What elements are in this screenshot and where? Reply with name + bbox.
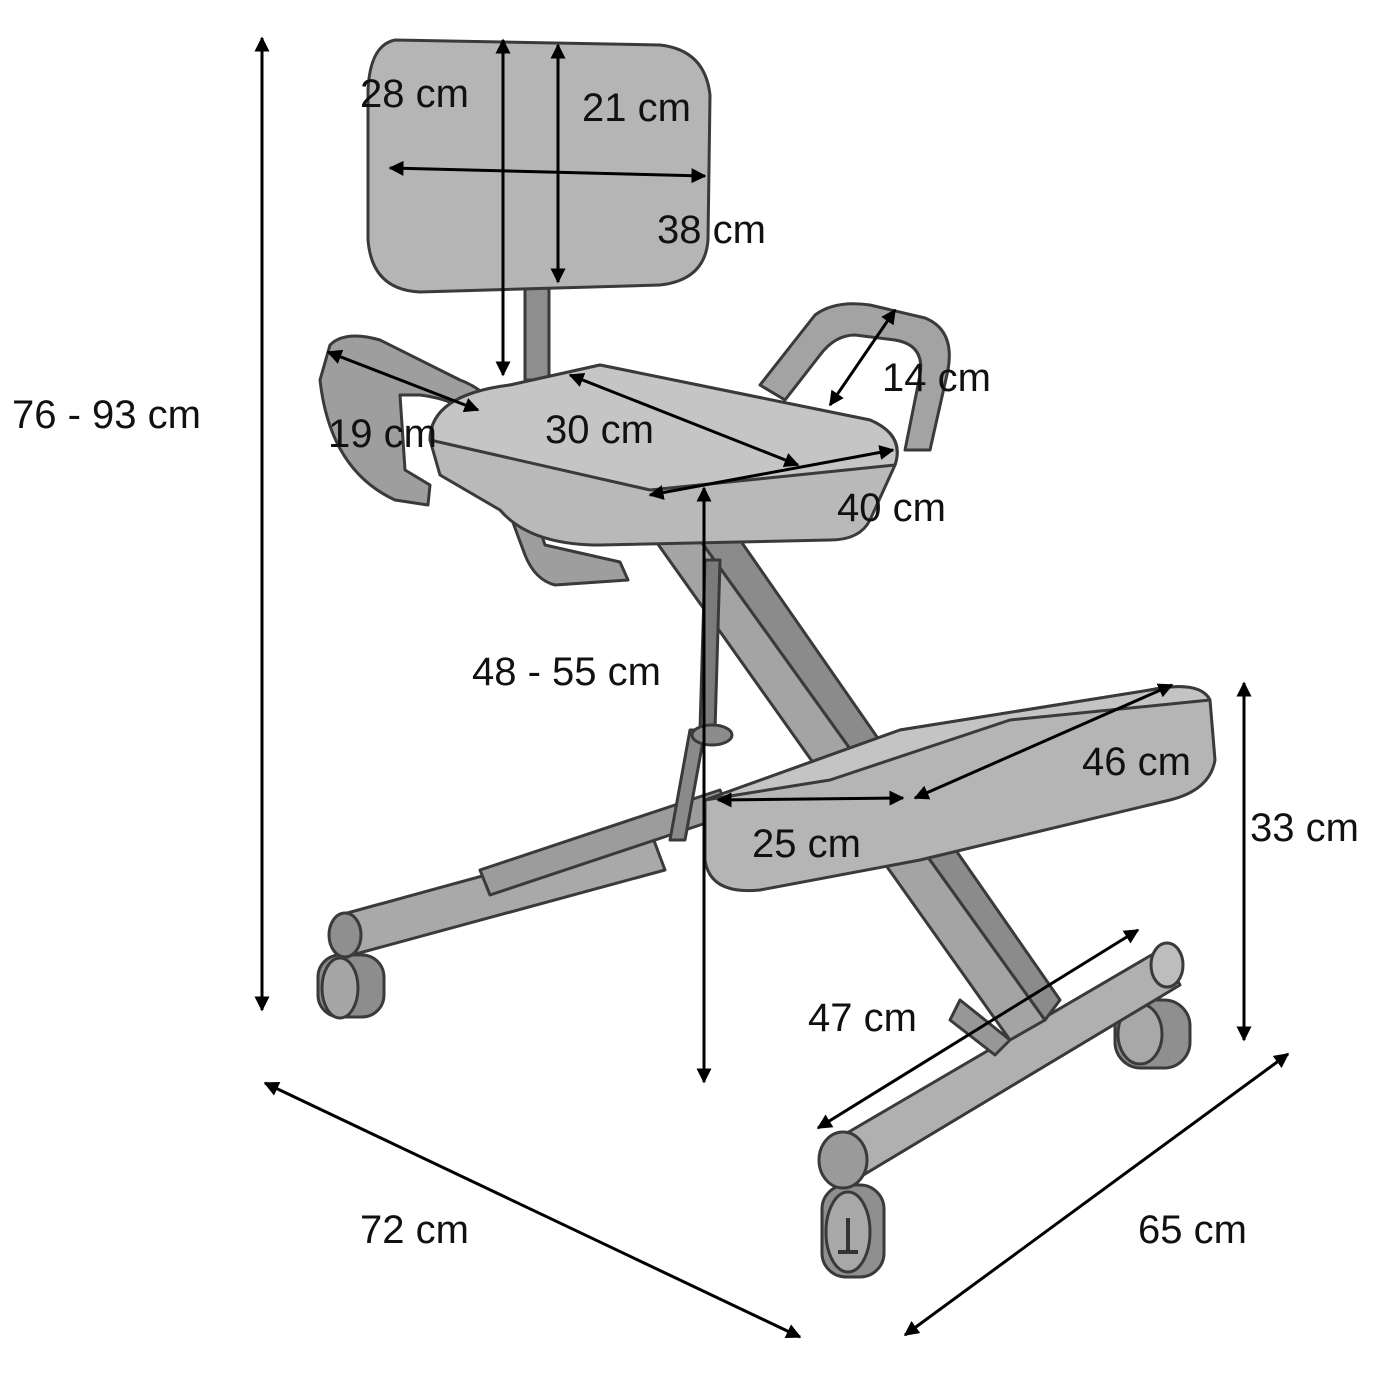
arrow-base-width bbox=[903, 1052, 1290, 1337]
arrow-knee-pad-depth bbox=[716, 790, 905, 808]
seat bbox=[428, 363, 899, 547]
label-seat-height: 48 - 55 cm bbox=[472, 650, 661, 694]
chair-illustration bbox=[316, 38, 1217, 1279]
caster-wheel-rear-left bbox=[316, 953, 386, 1020]
arrow-knee-pad-width bbox=[913, 683, 1174, 800]
arrow-rear-base-width bbox=[816, 928, 1140, 1130]
label-backrest-height: 28 cm bbox=[360, 72, 469, 116]
label-handle-height: 14 cm bbox=[882, 356, 991, 400]
label-backrest-inner-height: 21 cm bbox=[582, 86, 691, 130]
label-seat-depth: 30 cm bbox=[545, 408, 654, 452]
arrow-base-length bbox=[263, 1081, 802, 1339]
label-knee-pad-depth: 25 cm bbox=[752, 822, 861, 866]
label-handle-length: 19 cm bbox=[328, 412, 437, 456]
label-rear-base-width: 47 cm bbox=[808, 996, 917, 1040]
arrow-handle-height bbox=[828, 308, 897, 407]
arrow-handle-length bbox=[326, 349, 480, 413]
arrow-seat-width bbox=[648, 445, 895, 500]
label-base-width: 65 cm bbox=[1138, 1208, 1247, 1252]
label-knee-pad-width: 46 cm bbox=[1082, 740, 1191, 784]
arrow-backrest-width bbox=[388, 160, 707, 184]
dimension-arrows bbox=[254, 36, 1290, 1339]
label-seat-width: 40 cm bbox=[837, 486, 946, 530]
label-knee-pad-height: 33 cm bbox=[1250, 806, 1359, 850]
label-total-height: 76 - 93 cm bbox=[12, 393, 201, 437]
caster-wheel-front bbox=[820, 1183, 886, 1279]
label-base-length: 72 cm bbox=[360, 1208, 469, 1252]
label-backrest-width: 38 cm bbox=[657, 208, 766, 252]
